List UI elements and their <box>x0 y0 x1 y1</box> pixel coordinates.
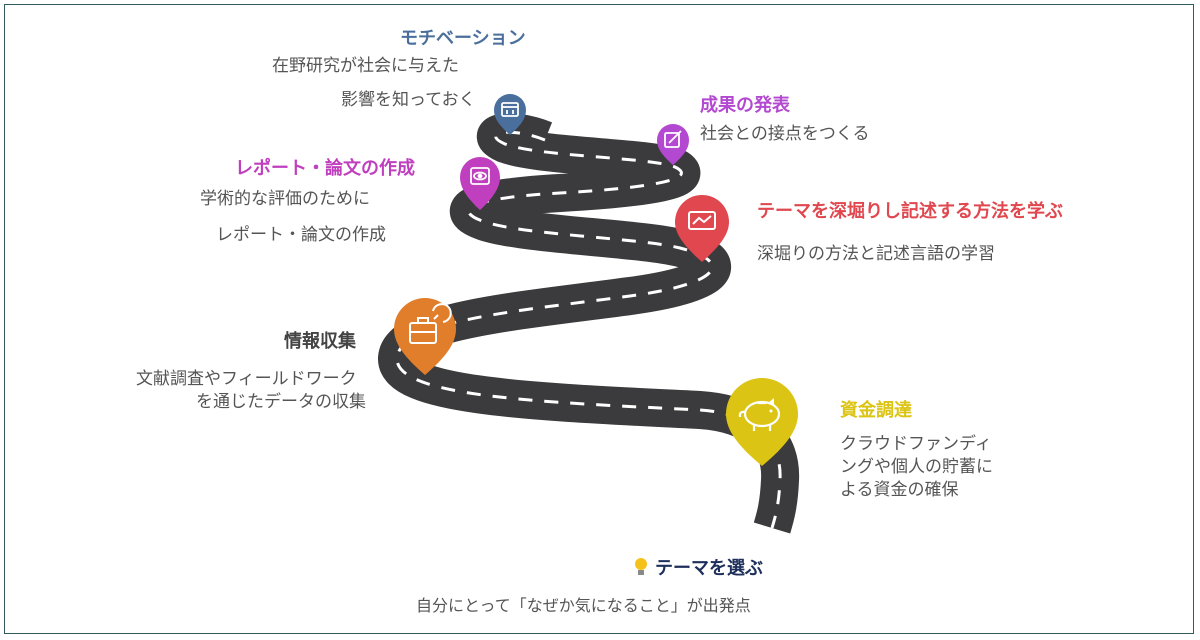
diagram-frame <box>4 4 1194 634</box>
step-presentation-desc: 社会との接点をつくる <box>700 124 870 144</box>
chart-board-icon <box>688 211 716 230</box>
step-theme-deep-title: テーマを深堀りし記述する方法を学ぶ <box>757 201 1063 222</box>
step-research-desc-line2: を通じたデータの収集 <box>196 392 366 412</box>
step-research-desc-line1: 文献調査やフィールドワーク <box>136 369 357 389</box>
pin-presentation <box>657 124 689 165</box>
step-motivation-desc-line1: 在野研究が社会に与えた <box>272 56 459 76</box>
lightbulb-icon <box>635 558 647 575</box>
step-funding-desc-line1: クラウドファンディ <box>840 434 992 454</box>
step-report-title: レポート・論文の作成 <box>235 158 415 179</box>
step-funding-desc-line3: よる資金の確保 <box>840 480 959 500</box>
eye-document-icon <box>470 167 490 185</box>
pin-motivation <box>494 94 526 135</box>
step-funding-desc-line2: ングや個人の貯蓄に <box>840 457 993 477</box>
briefcase-icon <box>409 303 452 344</box>
pin-research-body <box>394 298 456 375</box>
step-start-desc: 自分にとって「なぜか気になること」が出発点 <box>416 596 751 615</box>
pin-report <box>460 157 500 210</box>
pin-research <box>394 298 456 375</box>
pin-funding <box>726 378 798 466</box>
step-start-title: テーマを選ぶ <box>655 558 763 579</box>
pin-funding-body <box>726 378 798 466</box>
step-funding-title: 資金調達 <box>840 400 912 421</box>
step-report-desc-line1: 学術的な評価のために <box>200 189 370 209</box>
step-research-title: 情報収集 <box>284 331 356 352</box>
calendar-icon <box>501 102 519 117</box>
step-report-desc-line2: レポート・論文の作成 <box>216 225 386 245</box>
step-motivation-desc-line2: 影響を知っておく <box>341 90 476 110</box>
step-motivation-title: モチベーション <box>400 28 526 49</box>
pin-theme-deep <box>675 195 729 262</box>
pen-edit-icon <box>664 130 682 148</box>
step-presentation-title: 成果の発表 <box>700 95 790 116</box>
step-theme-deep-desc: 深堀りの方法と記述言語の学習 <box>757 244 995 264</box>
piggy-bank-icon <box>738 398 781 431</box>
